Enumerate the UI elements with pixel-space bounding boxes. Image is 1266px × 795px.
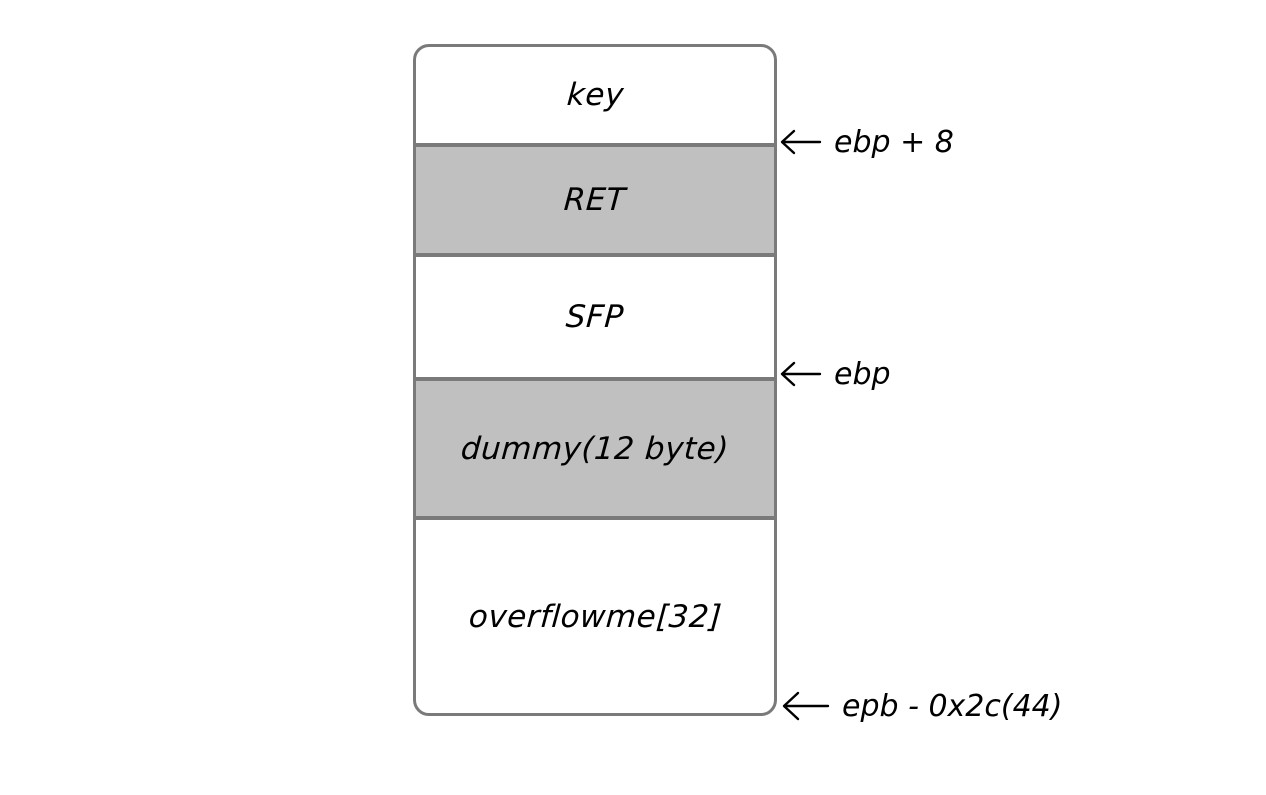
left-arrow-icon (780, 361, 822, 387)
slot-label: SFP (564, 299, 626, 335)
slot-divider (416, 253, 774, 257)
pointer-label: epb - 0x2c(44) (842, 688, 1063, 724)
pointer-label: ebp + 8 (834, 124, 954, 160)
pointer-epb-minus-0x2c: epb - 0x2c(44) (780, 686, 1062, 726)
slot-label: overflowme[32] (467, 598, 723, 635)
stack-slot-dummy: dummy(12 byte) (416, 381, 774, 516)
stack-slot-sfp: SFP (416, 257, 774, 377)
left-arrow-icon (782, 691, 830, 721)
slot-label: key (565, 77, 625, 113)
pointer-ebp-plus-8: ebp + 8 (778, 122, 954, 162)
left-arrow-icon (780, 129, 822, 155)
stack-frame-diagram: key RET SFP dummy(12 byte) overflowme[32… (413, 44, 777, 716)
slot-divider (416, 143, 774, 147)
stack-slot-overflowme: overflowme[32] (416, 520, 774, 713)
stack-slot-key: key (416, 47, 774, 143)
pointer-ebp: ebp (778, 354, 891, 394)
slot-label: dummy(12 byte) (459, 430, 731, 467)
slot-divider (416, 516, 774, 520)
stack-slot-ret: RET (416, 147, 774, 253)
slot-label: RET (562, 182, 628, 218)
pointer-label: ebp (834, 356, 891, 392)
slot-divider (416, 377, 774, 381)
